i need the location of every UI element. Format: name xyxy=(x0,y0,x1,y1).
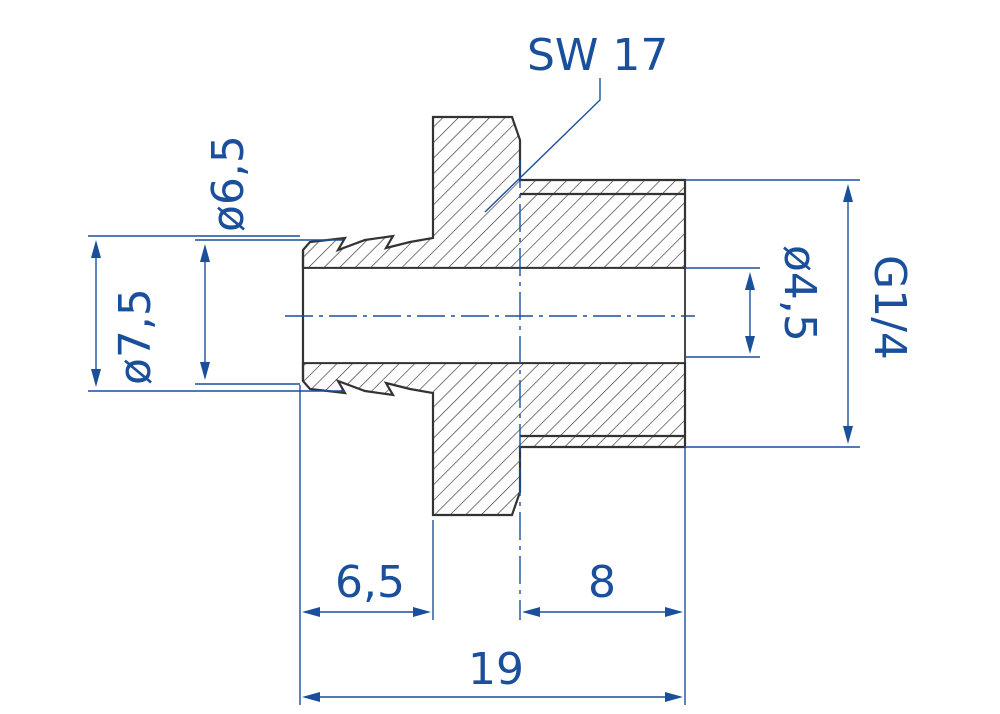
barb-outer-diameter-dim: ø6,5 xyxy=(195,135,343,385)
lower-section xyxy=(301,361,687,517)
thread-length-label: 8 xyxy=(588,557,616,608)
overall-length-label: 19 xyxy=(468,644,524,695)
wrench-size-label: SW 17 xyxy=(527,30,668,81)
barb-outer-diameter-label: ø6,5 xyxy=(203,135,254,232)
wrench-size-callout: SW 17 xyxy=(484,30,668,213)
bore-diameter-label: ø4,5 xyxy=(774,245,825,342)
barb-tip-diameter-label: ø7,5 xyxy=(110,288,161,385)
barb-length-label: 6,5 xyxy=(335,557,405,608)
thread-size-dim: G1/4 xyxy=(685,179,915,448)
length-dims: 6,5 8 19 xyxy=(299,385,686,705)
thread-size-label: G1/4 xyxy=(864,255,915,360)
part-section xyxy=(285,115,695,620)
bore-diameter-dim: ø4,5 xyxy=(685,245,825,358)
wrench-size-leader xyxy=(484,78,601,213)
upper-section xyxy=(301,115,687,270)
barb-tip-diameter-dim: ø7,5 xyxy=(88,235,345,392)
